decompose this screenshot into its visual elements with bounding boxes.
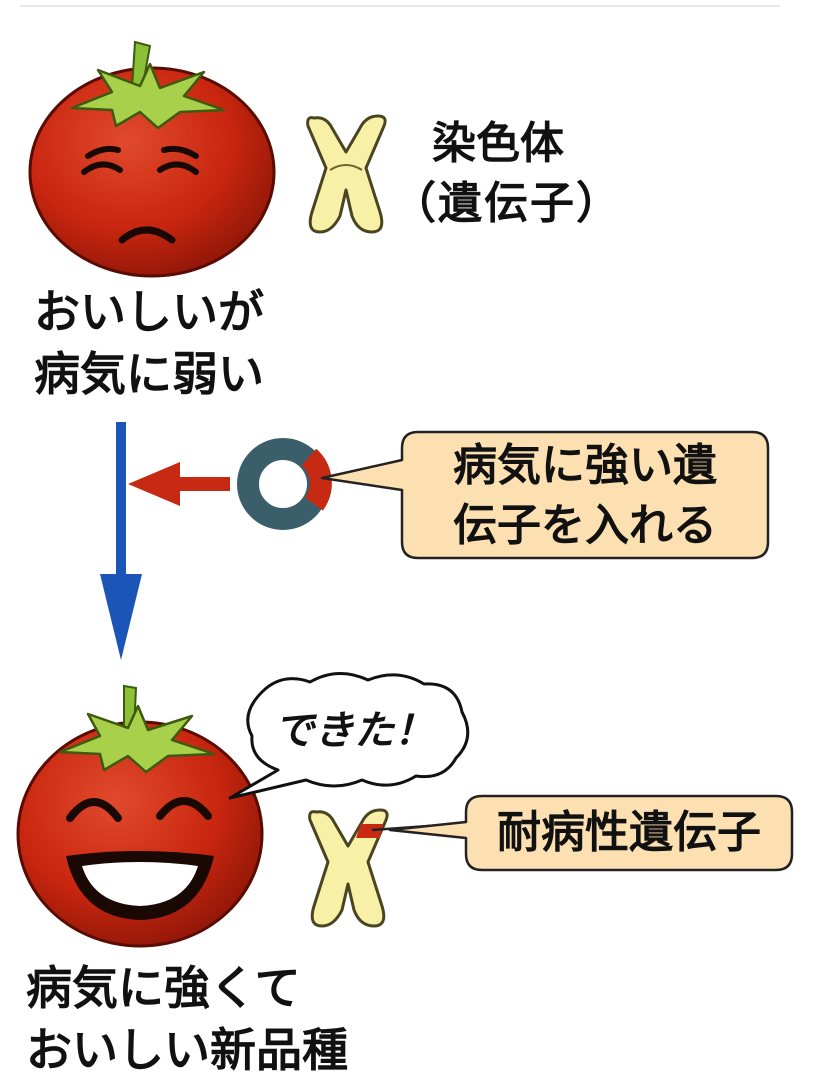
plasmid-ring-icon bbox=[237, 438, 332, 530]
resistance-gene-callout bbox=[371, 794, 794, 872]
tomato-before-line2: 病気に弱い bbox=[34, 347, 264, 401]
chromosome-label: 染色体 bbox=[432, 118, 564, 169]
red-left-arrow bbox=[128, 462, 230, 506]
tomato-before-line1: おいしいが bbox=[34, 285, 264, 339]
insert-gene-text-line2: 伝子を入れる bbox=[453, 500, 717, 551]
speech-text: できた！ bbox=[274, 708, 434, 754]
insert-gene-callout bbox=[320, 430, 770, 560]
insert-gene-text-line1: 病気に強い遺 bbox=[453, 440, 717, 491]
happy-tomato-icon bbox=[16, 684, 264, 948]
resistance-gene-label: 耐病性遺伝子 bbox=[497, 807, 761, 858]
resistance-chromosome-icon bbox=[308, 808, 389, 928]
speech-bubble bbox=[228, 672, 470, 800]
chromosome-icon bbox=[306, 114, 387, 234]
tomato-after-line1: 病気に強くて bbox=[26, 961, 301, 1015]
tomato-after-line2: おいしい新品種 bbox=[26, 1023, 348, 1077]
sad-tomato-icon bbox=[28, 40, 276, 278]
blue-down-arrow bbox=[100, 422, 142, 660]
gene-label: （遺伝子） bbox=[392, 178, 622, 229]
